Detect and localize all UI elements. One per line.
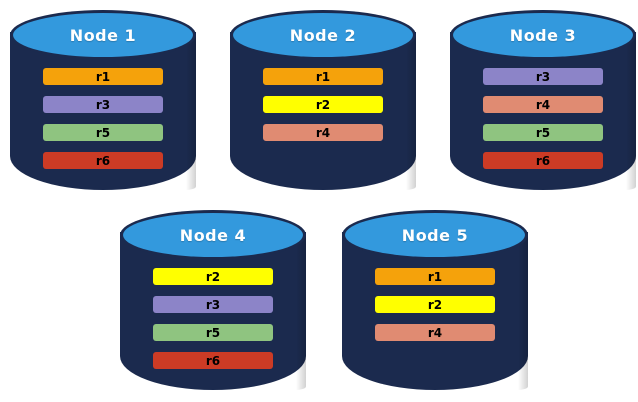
node-title: Node 2	[289, 25, 357, 45]
record-label: r5	[205, 325, 221, 340]
record-label: r5	[95, 125, 111, 140]
record-bar[interactable]: r5	[43, 124, 163, 141]
record-bar[interactable]: r4	[263, 124, 383, 141]
record-bar[interactable]: r6	[43, 152, 163, 169]
node-title: Node 4	[179, 225, 247, 245]
record-bar[interactable]: r2	[375, 296, 495, 313]
record-bar[interactable]: r3	[43, 96, 163, 113]
record-list: r1 r2 r4	[375, 268, 495, 341]
record-list: r1 r3 r5 r6	[43, 68, 163, 169]
database-node-2[interactable]: Node 2 r1 r2 r4	[230, 10, 416, 190]
record-bar[interactable]: r3	[483, 68, 603, 85]
record-label: r3	[95, 97, 111, 112]
cylinder-top-cap: Node 1	[13, 13, 193, 57]
record-label: r6	[205, 353, 221, 368]
record-bar[interactable]: r5	[153, 324, 273, 341]
record-list: r1 r2 r4	[263, 68, 383, 141]
record-bar[interactable]: r6	[483, 152, 603, 169]
node-title: Node 3	[509, 25, 577, 45]
record-bar[interactable]: r1	[43, 68, 163, 85]
record-label: r4	[427, 325, 443, 340]
record-label: r2	[205, 269, 221, 284]
database-node-3[interactable]: Node 3 r3 r4 r5 r6	[450, 10, 636, 190]
record-label: r1	[427, 269, 443, 284]
database-node-5[interactable]: Node 5 r1 r2 r4	[342, 210, 528, 390]
record-bar[interactable]: r1	[263, 68, 383, 85]
node-title: Node 5	[401, 225, 469, 245]
cylinder-top-cap: Node 5	[345, 213, 525, 257]
record-list: r3 r4 r5 r6	[483, 68, 603, 169]
record-label: r4	[315, 125, 331, 140]
record-label: r6	[535, 153, 551, 168]
record-label: r3	[205, 297, 221, 312]
record-bar[interactable]: r5	[483, 124, 603, 141]
cylinder-top-cap: Node 3	[453, 13, 633, 57]
record-label: r1	[95, 69, 111, 84]
record-label: r4	[535, 97, 551, 112]
record-bar[interactable]: r2	[263, 96, 383, 113]
record-list: r2 r3 r5 r6	[153, 268, 273, 369]
record-label: r3	[535, 69, 551, 84]
record-label: r6	[95, 153, 111, 168]
node-title: Node 1	[69, 25, 137, 45]
record-label: r2	[315, 97, 331, 112]
record-label: r5	[535, 125, 551, 140]
record-bar[interactable]: r2	[153, 268, 273, 285]
record-bar[interactable]: r4	[483, 96, 603, 113]
record-bar[interactable]: r1	[375, 268, 495, 285]
record-label: r2	[427, 297, 443, 312]
record-bar[interactable]: r6	[153, 352, 273, 369]
record-bar[interactable]: r4	[375, 324, 495, 341]
cylinder-top-cap: Node 4	[123, 213, 303, 257]
database-node-1[interactable]: Node 1 r1 r3 r5 r6	[10, 10, 196, 190]
database-node-4[interactable]: Node 4 r2 r3 r5 r6	[120, 210, 306, 390]
record-label: r1	[315, 69, 331, 84]
cylinder-top-cap: Node 2	[233, 13, 413, 57]
record-bar[interactable]: r3	[153, 296, 273, 313]
